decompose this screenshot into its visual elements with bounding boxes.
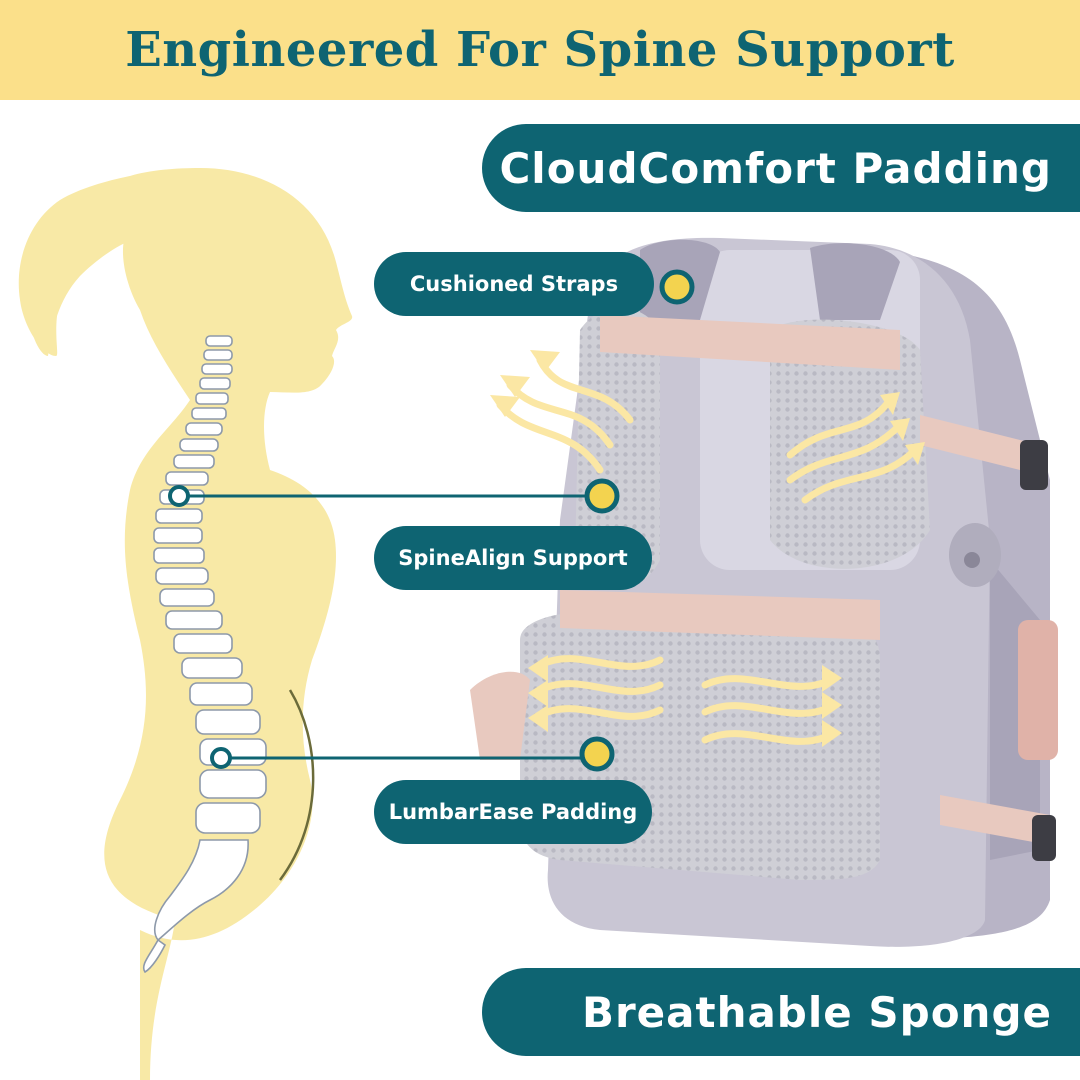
cushioned-straps-label: Cushioned Straps: [374, 252, 654, 316]
header-banner: Engineered For Spine Support: [0, 0, 1080, 100]
breathable-sponge-label: Breathable Sponge: [482, 968, 1080, 1056]
illustration: [18, 168, 1058, 1080]
airflow-arrows: [496, 356, 919, 745]
spinealign-support-label: SpineAlign Support: [374, 526, 652, 590]
lumbarease-padding-label: LumbarEase Padding: [374, 780, 652, 844]
cloudcomfort-padding-label: CloudComfort Padding: [482, 124, 1080, 212]
callout-markers: [168, 269, 695, 772]
airflow-arrowheads: [490, 350, 925, 747]
spine-illustration: [142, 335, 315, 974]
callout-connectors: [180, 494, 600, 760]
page-title: Engineered For Spine Support: [125, 22, 955, 78]
